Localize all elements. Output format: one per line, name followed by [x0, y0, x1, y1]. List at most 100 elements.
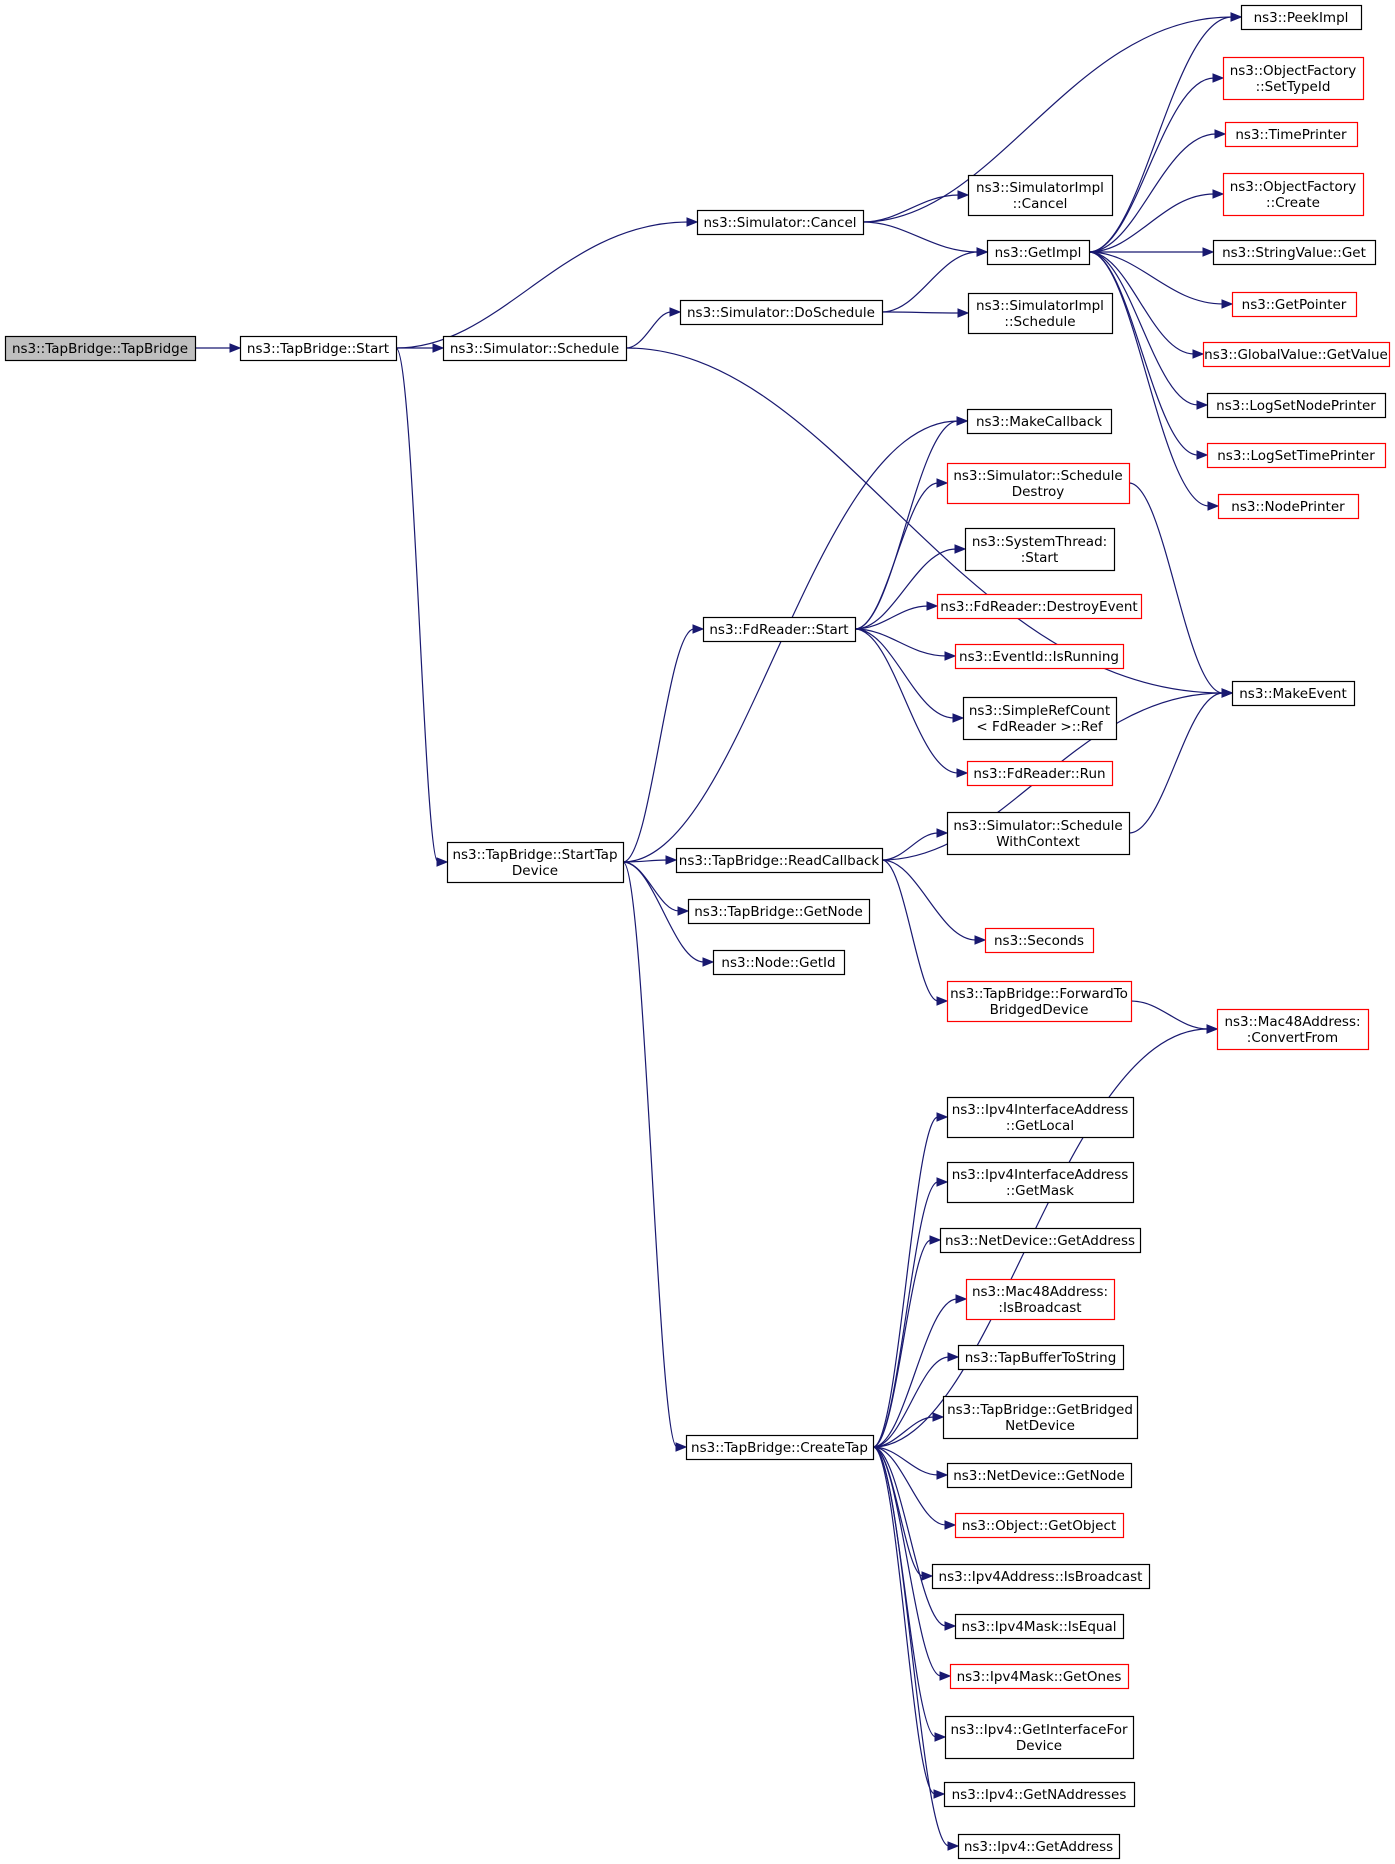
node-ipv4ia_getmask[interactable]: ns3::Ipv4InterfaceAddress::GetMask	[946, 1161, 1135, 1204]
node-simimpl_cancel[interactable]: ns3::SimulatorImpl::Cancel	[967, 174, 1114, 217]
node-box	[944, 1715, 1135, 1760]
node-fdreader_start[interactable]: ns3::FdReader::Start	[702, 616, 857, 643]
node-systemthread_start[interactable]: ns3::SystemThread::Start	[964, 527, 1116, 572]
node-box	[965, 1278, 1116, 1321]
arrowhead	[936, 1470, 949, 1480]
edge-getimpl-to-globalvalue_getvalue	[1088, 251, 1195, 355]
arrowhead	[947, 1841, 960, 1851]
edge-tb_createtap-to-netdevice_getaddress	[872, 1239, 932, 1448]
node-makecallback[interactable]: ns3::MakeCallback	[966, 408, 1113, 435]
node-netdevice_getaddress[interactable]: ns3::NetDevice::GetAddress	[939, 1227, 1142, 1254]
node-label: ns3::Ipv4InterfaceAddress	[952, 1167, 1129, 1183]
node-box	[943, 1781, 1136, 1808]
node-stringvalue_get[interactable]: ns3::StringValue::Get	[1212, 239, 1377, 266]
edge-tb_createtap-to-tb_getbridgednetdevice	[872, 1416, 935, 1448]
node-eventid_isrunning[interactable]: ns3::EventId::IsRunning	[954, 643, 1125, 670]
node-box	[1231, 291, 1358, 318]
node-fdreader_destroyevent[interactable]: ns3::FdReader::DestroyEvent	[936, 593, 1143, 620]
node-getimpl[interactable]: ns3::GetImpl	[986, 239, 1091, 266]
node-box	[1216, 1008, 1370, 1051]
node-getpointer[interactable]: ns3::GetPointer	[1231, 291, 1358, 318]
node-ipv4mask_isequal[interactable]: ns3::Ipv4Mask::IsEqual	[954, 1613, 1125, 1640]
arrowhead	[1202, 247, 1215, 257]
node-logsetnodeprinter[interactable]: ns3::LogSetNodePrinter	[1206, 392, 1387, 419]
node-makeevent[interactable]: ns3::MakeEvent	[1231, 680, 1356, 707]
node-label: ns3::Node::GetId	[721, 955, 835, 971]
node-globalvalue_getvalue[interactable]: ns3::GlobalValue::GetValue	[1202, 341, 1391, 368]
node-tapbuffertostring[interactable]: ns3::TapBufferToString	[957, 1344, 1125, 1371]
arrowhead	[976, 247, 989, 257]
node-box	[946, 980, 1133, 1023]
arrowhead	[1207, 501, 1220, 511]
node-label: ns3::Object::GetObject	[962, 1518, 1116, 1534]
node-tb_getnode[interactable]: ns3::TapBridge::GetNode	[687, 898, 871, 925]
node-box	[966, 408, 1113, 435]
node-box	[957, 1833, 1121, 1860]
node-sim_schedule[interactable]: ns3::Simulator::Schedule	[442, 335, 628, 362]
edge-tb_starttapdevice-to-node_getid	[622, 861, 705, 963]
node-label: ns3::Ipv4InterfaceAddress	[952, 1102, 1129, 1118]
edge-tb_createtap-to-ipv4_getaddress	[872, 1446, 950, 1847]
node-simplerefcount_ref[interactable]: ns3::SimpleRefCount< FdReader >::Ref	[962, 696, 1118, 741]
edge-tb_starttapdevice-to-tb_getnode	[622, 861, 680, 912]
arrowhead	[929, 1235, 942, 1245]
node-objfact_create[interactable]: ns3::ObjectFactory::Create	[1222, 172, 1365, 217]
edge-tb_createtap-to-mac48_isbroadcast	[872, 1298, 958, 1448]
edge-getimpl-to-getpointer	[1088, 251, 1224, 305]
node-label: ns3::ObjectFactory	[1230, 179, 1357, 195]
edge-tb_createtap-to-ipv4ia_getmask	[872, 1181, 939, 1448]
node-label: ns3::Simulator::Schedule	[450, 341, 619, 357]
node-tb_readcallback[interactable]: ns3::TapBridge::ReadCallback	[675, 847, 884, 874]
node-node_getid[interactable]: ns3::Node::GetId	[712, 949, 846, 976]
node-logsettimeprinter[interactable]: ns3::LogSetTimePrinter	[1206, 442, 1387, 469]
node-mac48_convertfrom[interactable]: ns3::Mac48Address::ConvertFrom	[1216, 1008, 1370, 1051]
node-sim_cancel[interactable]: ns3::Simulator::Cancel	[696, 209, 865, 236]
node-nodeprinter[interactable]: ns3::NodePrinter	[1217, 493, 1360, 520]
node-peekimpl[interactable]: ns3::PeekImpl	[1240, 4, 1363, 31]
node-ipv4_getaddress[interactable]: ns3::Ipv4::GetAddress	[957, 1833, 1121, 1860]
node-box	[239, 335, 398, 362]
node-object_getobject[interactable]: ns3::Object::GetObject	[954, 1512, 1125, 1539]
node-box	[1222, 172, 1365, 217]
node-fdreader_run[interactable]: ns3::FdReader::Run	[966, 760, 1114, 787]
node-label: ns3::NetDevice::GetAddress	[945, 1233, 1135, 1249]
node-ipv4_getnaddresses[interactable]: ns3::Ipv4::GetNAddresses	[943, 1781, 1136, 1808]
node-box	[696, 209, 865, 236]
node-objfact_settypeid[interactable]: ns3::ObjectFactory::SetTypeId	[1222, 56, 1365, 101]
node-label: ns3::Simulator::Schedule	[953, 818, 1122, 834]
edge-getimpl-to-timeprinter	[1088, 133, 1217, 253]
node-label: ns3::TapBridge::GetNode	[694, 904, 863, 920]
node-box	[957, 1344, 1125, 1371]
edge-fdreader_start-to-sim_scheduledestroy	[854, 482, 939, 630]
edge-sim_schedule-to-makeevent	[625, 347, 1224, 694]
node-ipv4ia_getlocal[interactable]: ns3::Ipv4InterfaceAddress::GetLocal	[946, 1096, 1135, 1139]
node-sim_doschedule[interactable]: ns3::Simulator::DoSchedule	[679, 299, 884, 326]
node-tb_start[interactable]: ns3::TapBridge::Start	[239, 335, 398, 362]
node-label: ns3::NodePrinter	[1231, 499, 1345, 515]
node-netdevice_getnode[interactable]: ns3::NetDevice::GetNode	[946, 1462, 1133, 1489]
arrowhead	[934, 1732, 947, 1742]
node-ipv4addr_isbroadcast[interactable]: ns3::Ipv4Address::IsBroadcast	[931, 1563, 1151, 1590]
edge-getimpl-to-objfact_create	[1088, 193, 1215, 253]
node-label: ns3::MakeEvent	[1239, 686, 1347, 702]
node-simimpl_schedule[interactable]: ns3::SimulatorImpl::Schedule	[967, 292, 1114, 335]
edge-tb_createtap-to-tapbuffertostring	[872, 1356, 950, 1448]
edge-fdreader_start-to-eventid_isrunning	[854, 628, 947, 657]
node-seconds[interactable]: ns3::Seconds	[984, 927, 1095, 954]
node-tb_createtap[interactable]: ns3::TapBridge::CreateTap	[685, 1434, 875, 1461]
node-box	[967, 174, 1114, 217]
node-label: ns3::Seconds	[994, 933, 1084, 949]
node-box	[4, 335, 197, 362]
node-label: ns3::Mac48Address:	[972, 1284, 1108, 1300]
arrowhead	[1192, 349, 1205, 359]
node-timeprinter[interactable]: ns3::TimePrinter	[1224, 121, 1359, 148]
node-mac48_isbroadcast[interactable]: ns3::Mac48Address::IsBroadcast	[965, 1278, 1116, 1321]
node-ipv4mask_getones[interactable]: ns3::Ipv4Mask::GetOnes	[949, 1663, 1130, 1690]
